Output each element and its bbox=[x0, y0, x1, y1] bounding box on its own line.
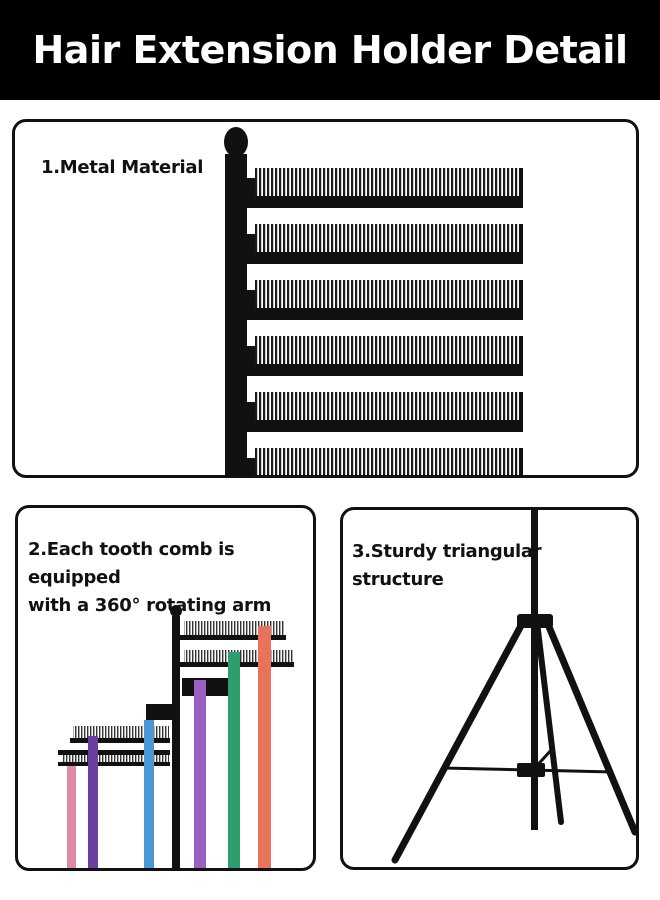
triangular-structure-caption: 3.Sturdy triangular structure bbox=[352, 538, 552, 594]
coral-hair-strand bbox=[258, 626, 271, 868]
comb-clip bbox=[245, 346, 255, 376]
comb-end bbox=[519, 336, 523, 366]
metal-material-panel: 1.Metal Material bbox=[12, 119, 639, 478]
comb-teeth bbox=[255, 224, 521, 252]
comb-end bbox=[519, 224, 523, 254]
comb-teeth bbox=[255, 168, 521, 196]
comb-clip bbox=[245, 458, 255, 475]
comb-teeth bbox=[255, 448, 521, 475]
tripod-leg bbox=[543, 618, 636, 836]
tripod-base-illustration bbox=[391, 510, 636, 864]
comb-teeth bbox=[255, 392, 521, 420]
pole-finial bbox=[224, 127, 248, 157]
triangular-structure-panel: 3.Sturdy triangular structure bbox=[340, 507, 639, 870]
pink-hair-strand bbox=[67, 766, 76, 868]
comb-clip bbox=[245, 402, 255, 432]
blue-hair-strand bbox=[144, 720, 154, 868]
rack-pole bbox=[172, 616, 180, 868]
comb-teeth bbox=[255, 280, 521, 308]
rotating-arm-panel: 2.Each tooth comb is equipped with a 360… bbox=[15, 505, 316, 871]
comb-arm bbox=[73, 726, 169, 738]
rack-pole bbox=[225, 154, 247, 475]
tripod-leg bbox=[391, 618, 527, 864]
comb-clip bbox=[245, 178, 255, 208]
comb-end bbox=[519, 392, 523, 422]
comb-rack-closeup-illustration bbox=[224, 127, 523, 475]
violet-hair-strand bbox=[194, 680, 206, 868]
tripod-center-pole bbox=[531, 510, 538, 830]
comb-end bbox=[519, 280, 523, 310]
caption-line: with a 360° rotating arm bbox=[28, 595, 272, 616]
caption-line: 2.Each tooth comb is equipped bbox=[28, 539, 235, 588]
comb-spine bbox=[245, 420, 523, 432]
pole-finial bbox=[170, 605, 182, 617]
comb-spine bbox=[245, 252, 523, 264]
green-hair-strand bbox=[228, 652, 240, 868]
caption-line: 3.Sturdy triangular bbox=[352, 541, 542, 562]
header-banner: Hair Extension Holder Detail bbox=[0, 0, 660, 100]
comb-clip bbox=[245, 290, 255, 320]
comb-clip bbox=[245, 234, 255, 264]
tripod-leg bbox=[534, 619, 564, 825]
rotating-arm-rack-illustration bbox=[58, 605, 294, 868]
caption-line: structure bbox=[352, 569, 444, 590]
page-title: Hair Extension Holder Detail bbox=[32, 28, 628, 72]
comb-end bbox=[519, 168, 523, 198]
comb-end bbox=[519, 448, 523, 475]
caption-line: 1.Metal Material bbox=[41, 157, 204, 178]
comb-spine bbox=[245, 196, 523, 208]
rotating-arm-caption: 2.Each tooth comb is equipped with a 360… bbox=[28, 536, 313, 620]
tripod-lower-hub bbox=[517, 763, 545, 777]
comb-spine bbox=[245, 308, 523, 320]
comb-spine bbox=[245, 364, 523, 376]
comb-teeth bbox=[255, 336, 521, 364]
comb-arm-holder bbox=[146, 704, 174, 720]
comb-arms bbox=[245, 168, 523, 475]
purple-hair-strand bbox=[88, 736, 98, 868]
metal-material-caption: 1.Metal Material bbox=[41, 154, 203, 182]
